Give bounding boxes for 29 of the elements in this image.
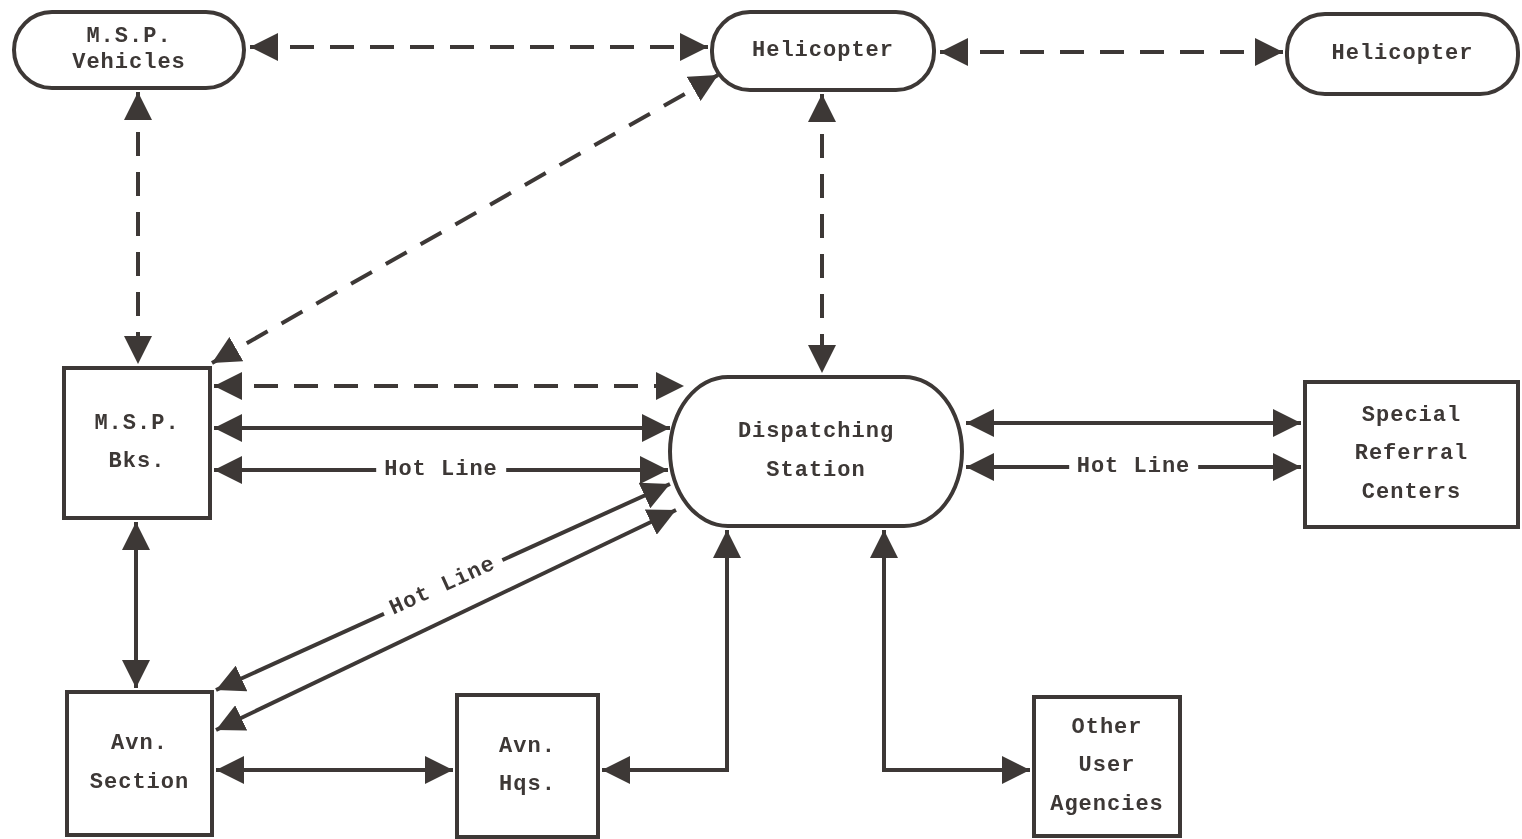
arrow bbox=[870, 530, 1030, 784]
arrow bbox=[122, 522, 150, 688]
node-label: Special Referral Centers bbox=[1353, 401, 1470, 507]
node-label: Avn. Hqs. bbox=[498, 732, 557, 799]
node-label: Helicopter bbox=[1330, 40, 1475, 68]
node-label: M.S.P. Bks. bbox=[93, 409, 181, 476]
dashed-arrow bbox=[214, 372, 684, 400]
arrow bbox=[216, 756, 453, 784]
node-label: Dispatching Station bbox=[736, 418, 896, 485]
arrow bbox=[602, 530, 741, 784]
process-box bbox=[1303, 380, 1520, 529]
node-label: Helicopter bbox=[751, 37, 895, 65]
node-label: Avn. Section bbox=[88, 730, 191, 797]
arrow bbox=[214, 414, 670, 442]
process-box bbox=[455, 693, 600, 839]
terminal-pill bbox=[710, 10, 936, 92]
dashed-arrow bbox=[124, 92, 152, 364]
dashed-arrow bbox=[250, 33, 708, 61]
process-box bbox=[62, 366, 212, 520]
process-box bbox=[65, 690, 214, 837]
dashed-arrow bbox=[940, 38, 1283, 66]
process-box bbox=[1032, 695, 1182, 838]
arrow bbox=[966, 409, 1301, 437]
node-label: M.S.P. Vehicles bbox=[71, 23, 187, 77]
dashed-arrow bbox=[808, 94, 836, 373]
arrow bbox=[215, 508, 677, 732]
dashed-arrow bbox=[211, 73, 719, 365]
node-label: Other User Agencies bbox=[1049, 713, 1165, 819]
station-node bbox=[668, 375, 964, 528]
